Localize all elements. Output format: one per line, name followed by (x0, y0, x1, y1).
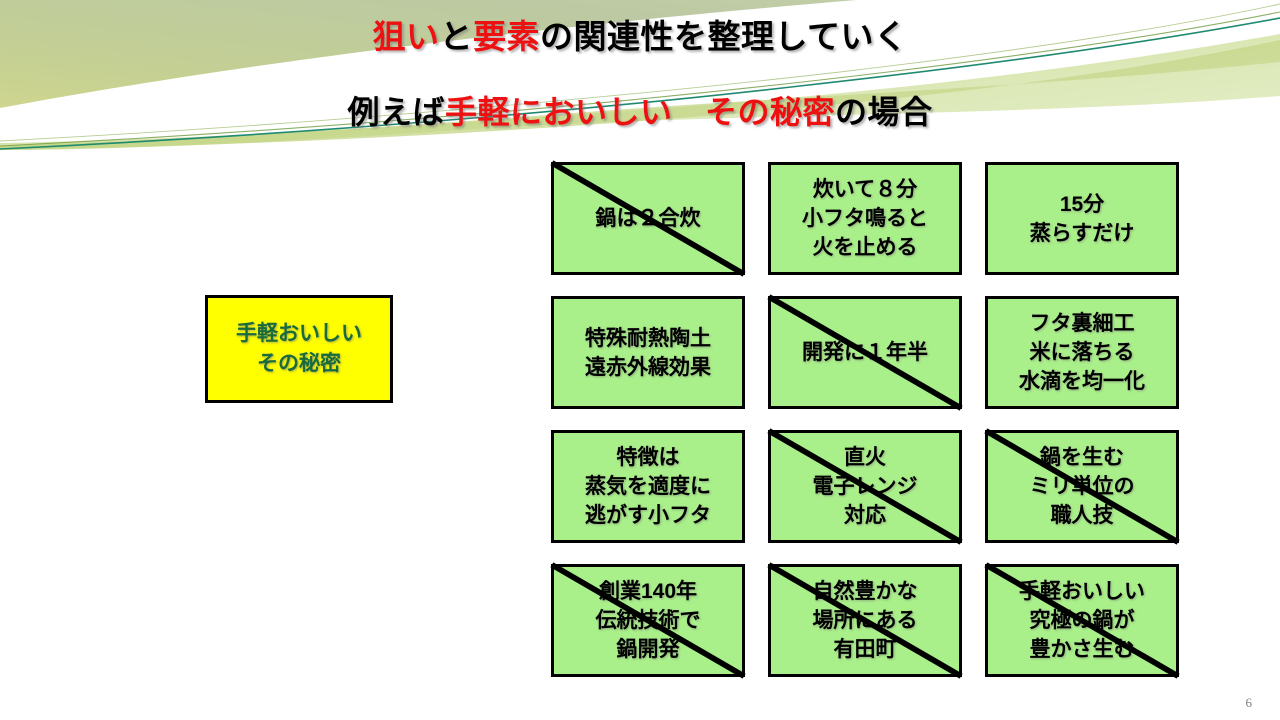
element-box-line: 炊いて８分 (812, 178, 918, 201)
slide-subtitle: 例えば手軽においしい その秘密の場合 (0, 92, 1280, 132)
element-box-line: 蒸らすだけ (1029, 221, 1135, 245)
element-box-line: 鍋開発 (616, 638, 680, 661)
element-box[interactable]: 鍋は２合炊 (550, 160, 746, 277)
element-box-line: 開発に１年半 (802, 341, 928, 364)
element-box-line: 15分 (1059, 192, 1105, 216)
element-box[interactable]: 手軽おいしい究極の鍋が豊かさ生む (984, 562, 1180, 679)
page-number: 6 (1245, 695, 1253, 710)
element-box-line: 自然豊かな (812, 580, 918, 603)
element-box-line: 逃がす小フタ (585, 504, 711, 527)
element-box-line: 場所にある (812, 609, 918, 632)
element-box-line: 米に落ちる (1029, 341, 1135, 364)
element-box-line: 豊かさ生む (1029, 638, 1135, 661)
theme-box[interactable]: 手軽おいしい その秘密 (205, 295, 393, 403)
element-box[interactable]: 特殊耐熱陶土遠赤外線効果 (551, 296, 745, 409)
subtitle-segment-2: の場合 (835, 94, 933, 130)
element-box-line: 電子レンジ (812, 475, 918, 498)
element-box[interactable]: フタ裏細工米に落ちる水滴を均一化 (985, 296, 1179, 409)
element-box-line: 特徴は (616, 446, 680, 469)
element-box[interactable]: 自然豊かな場所にある有田町 (767, 562, 963, 679)
element-box-line: 蒸気を適度に (585, 475, 711, 498)
element-box[interactable]: 開発に１年半 (767, 294, 963, 411)
theme-box-line-1: その秘密 (257, 352, 341, 375)
title-segment-3: の関連性を整理していく (539, 18, 908, 55)
element-box-line: 創業140年 (598, 580, 698, 603)
element-box[interactable]: 創業140年伝統技術で鍋開発 (550, 562, 746, 679)
element-box-line: 直火 (844, 446, 886, 469)
element-box[interactable]: 直火電子レンジ対応 (767, 428, 963, 545)
element-box[interactable]: 特徴は蒸気を適度に逃がす小フタ (551, 430, 745, 543)
title-segment-1: と (439, 18, 473, 55)
element-box-line: 特殊耐熱陶土 (585, 326, 711, 350)
subtitle-segment-1: 手軽においしい その秘密 (444, 94, 835, 130)
element-box-line: 究極の鍋が (1029, 609, 1135, 632)
subtitle-segment-0: 例えば (347, 94, 445, 130)
element-box-line: 鍋は２合炊 (595, 207, 701, 230)
element-box-line: 職人技 (1050, 504, 1114, 527)
element-box-line: 手軽おいしい (1019, 580, 1145, 603)
element-box-line: 水滴を均一化 (1019, 370, 1145, 393)
element-box-line: ミリ単位の (1029, 475, 1135, 498)
title-segment-0: 狙い (372, 18, 440, 55)
element-box-line: 火を止める (812, 236, 918, 259)
title-segment-2: 要素 (472, 18, 540, 55)
element-box-line: 鍋を生む (1040, 446, 1124, 469)
element-box-line: フタ裏細工 (1029, 312, 1135, 335)
slide-title: 狙いと要素の関連性を整理していく (0, 17, 1280, 57)
element-box[interactable]: 炊いて８分小フタ鳴ると火を止める (768, 162, 962, 275)
element-box-line: 有田町 (833, 638, 897, 661)
element-box[interactable]: 鍋を生むミリ単位の職人技 (984, 428, 1180, 545)
element-box-line: 遠赤外線効果 (585, 355, 711, 379)
element-box-line: 対応 (844, 504, 886, 527)
element-box-line: 小フタ鳴ると (802, 207, 928, 230)
element-box[interactable]: 15分蒸らすだけ (985, 162, 1179, 275)
theme-box-line-0: 手軽おいしい (236, 322, 362, 345)
element-box-line: 伝統技術で (595, 609, 701, 632)
